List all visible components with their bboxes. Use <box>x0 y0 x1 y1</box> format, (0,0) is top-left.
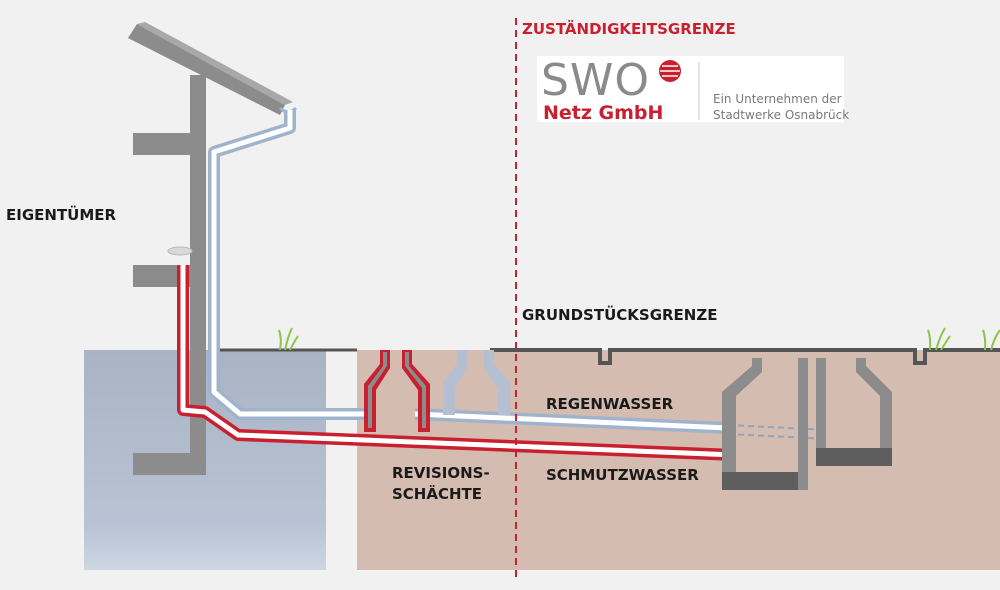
rainwater-dashed-2 <box>727 433 829 440</box>
label-schmutzwasser: SCHMUTZWASSER <box>546 466 699 484</box>
public-shaft-right-base <box>816 448 892 466</box>
grass-tuft-right-2 <box>982 329 1000 351</box>
rainwater-pipe-inner <box>211 110 365 417</box>
grass-tuft-right-1 <box>927 327 951 351</box>
revision-shaft-sewage-right-inner <box>405 352 426 428</box>
revision-shaft-rain-left <box>443 350 467 415</box>
soil-area <box>357 350 1000 570</box>
logo-brand: SWO <box>541 55 650 106</box>
house-floor-middle <box>133 265 206 287</box>
public-shaft-left-base <box>722 472 798 490</box>
logo-mark-stripes <box>660 65 680 77</box>
roof-edge <box>137 22 293 105</box>
label-eigentuemer: EIGENTÜMER <box>6 205 117 224</box>
label-regenwasser: REGENWASSER <box>546 395 674 413</box>
label-zustaendigkeitsgrenze: ZUSTÄNDIGKEITSGRENZE <box>522 19 736 38</box>
rainwater-dashed <box>727 424 829 431</box>
floor-drain <box>167 246 193 256</box>
sewage-pipe-inner <box>180 265 736 458</box>
label-revisions-line1: REVISIONS- <box>392 464 490 482</box>
logo-background <box>537 56 844 122</box>
house-floor-upper <box>133 133 206 155</box>
revision-shaft-rain-right <box>484 350 510 415</box>
swo-logo: SWO Netz GmbH Ein Unternehmen der Stadtw… <box>537 55 849 124</box>
roof <box>128 24 285 115</box>
logo-tagline-2: Stadtwerke Osnabrück <box>713 108 849 122</box>
label-revisions-line2: SCHÄCHTE <box>392 484 482 503</box>
ground-line-right <box>490 348 1000 365</box>
logo-tagline-1: Ein Unternehmen der <box>713 92 842 106</box>
house-floor-lower <box>133 453 206 475</box>
logo-company: Netz GmbH <box>543 102 663 124</box>
label-grundstuecksgrenze: GRUNDSTÜCKSGRENZE <box>522 305 717 324</box>
public-shaft-right <box>816 358 892 466</box>
rainwater-main-inner <box>414 411 729 431</box>
revision-shaft-sewage-left-inner <box>368 352 387 428</box>
grass-tuft-left <box>278 327 299 351</box>
